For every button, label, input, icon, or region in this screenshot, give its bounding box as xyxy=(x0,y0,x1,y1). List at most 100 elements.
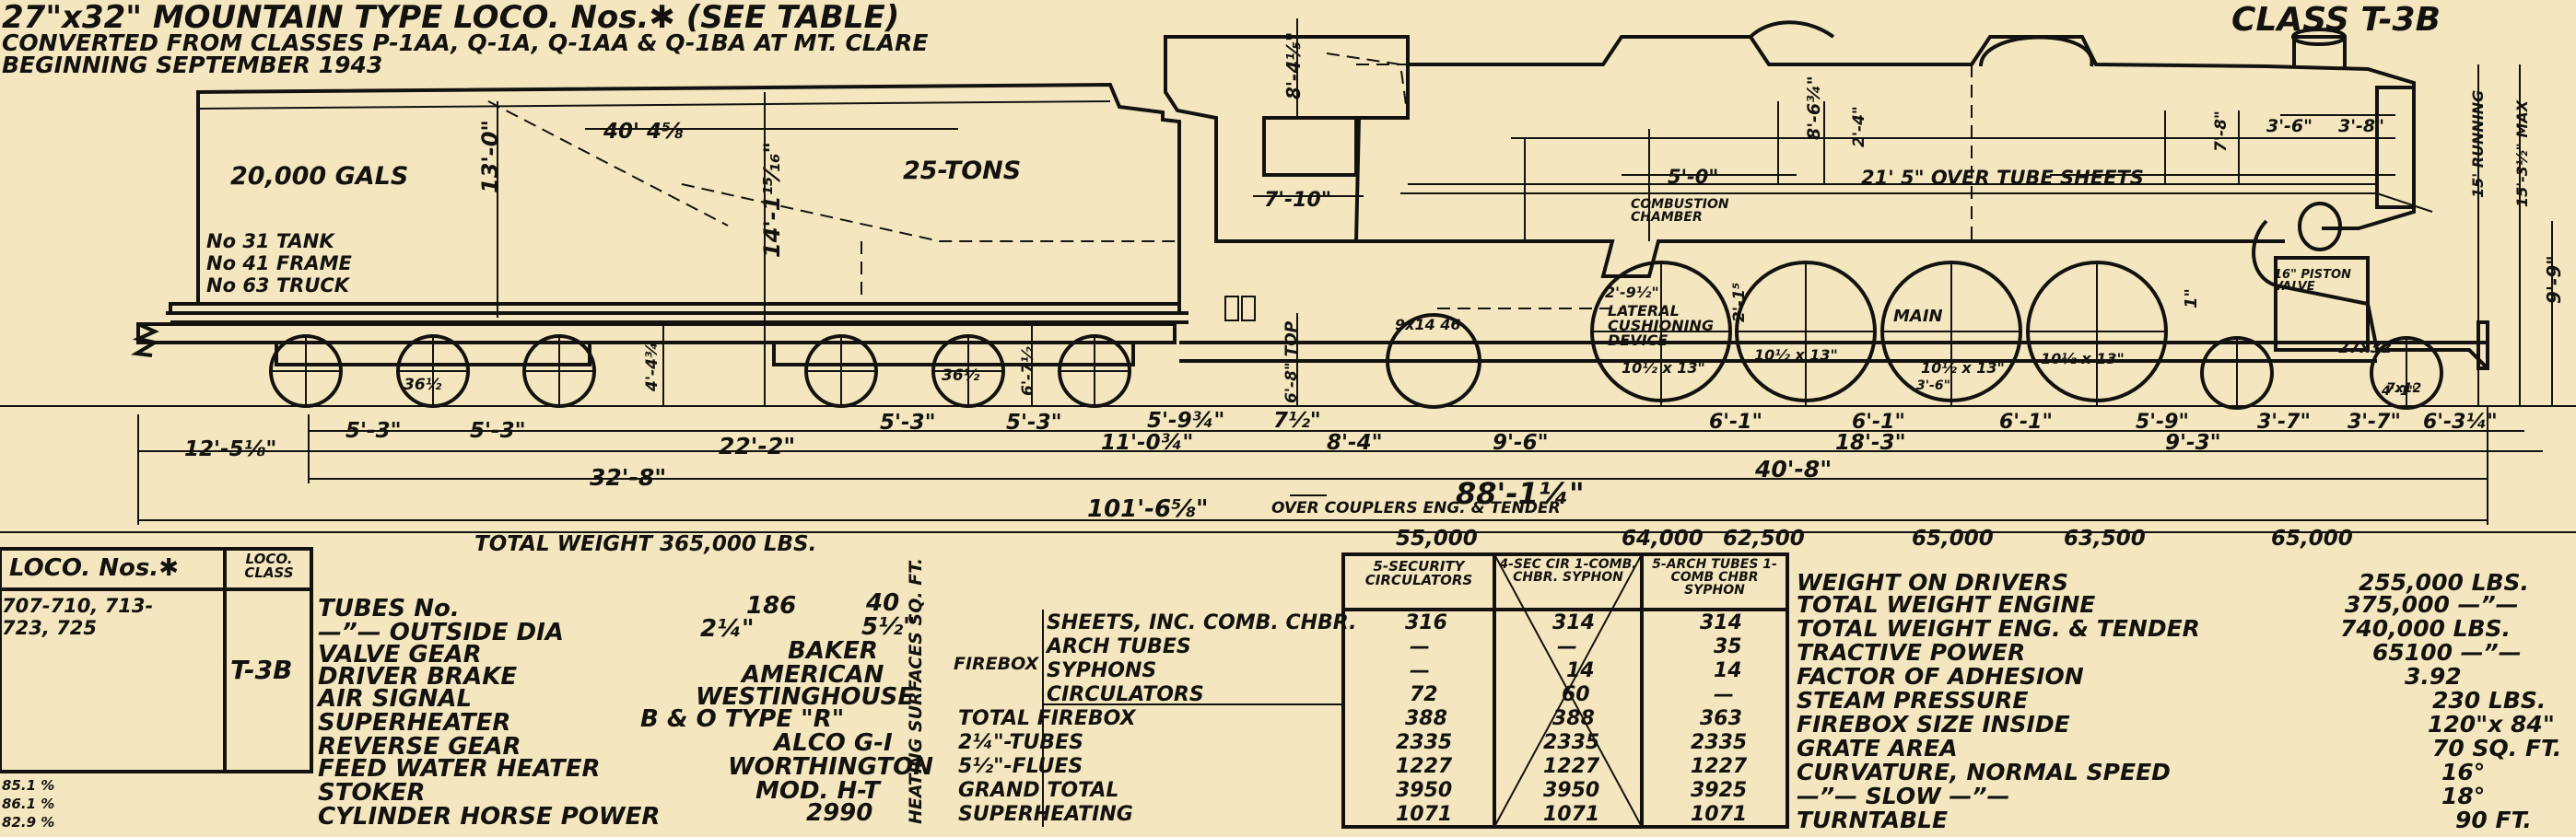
dim-label: 3'-6" xyxy=(2266,116,2313,136)
dim-label: 6'-8" TOP xyxy=(1282,320,1301,403)
spec-value: 5½" xyxy=(861,613,916,641)
heating-table-lines xyxy=(1042,552,1789,829)
spec-value: BAKER xyxy=(788,637,878,665)
dim-label: 4'-1" xyxy=(2382,384,2416,399)
spec-label: DRIVER BRAKE xyxy=(318,663,518,691)
spec-label: SUPERHEATER xyxy=(318,709,511,737)
heating-col-header: 4-SEC CIR 1-COMB. CHBR. SYPHON xyxy=(1499,557,1637,585)
spec-label: —”— OUTSIDE DIA xyxy=(318,619,564,646)
heating-cell: 1227 xyxy=(1691,755,1748,778)
heating-cell: 72 xyxy=(1410,683,1438,706)
main-driver-label: MAIN xyxy=(1893,307,1943,326)
dim-label: 15'-3½" MAX xyxy=(2513,99,2531,207)
axle-load: 64,000 xyxy=(1622,527,1704,551)
driver-size-label: 10½ x 13" xyxy=(2041,350,2125,367)
spec-label: AIR SIGNAL xyxy=(318,685,473,713)
heating-cell: 60 xyxy=(1562,683,1590,706)
loco-nos-value: 707-710, 713- xyxy=(2,595,154,617)
dim-label: 6'-1" xyxy=(1852,411,1905,434)
dim-label: 5'-3" xyxy=(880,411,936,435)
dim-label: 8'-6¾" xyxy=(1804,76,1824,140)
heating-cell: 316 xyxy=(1405,611,1447,634)
dim-label: 3'-8" xyxy=(2338,116,2385,136)
heating-cell: 14 xyxy=(1714,659,1742,682)
loco-class-header: LOCO. CLASS xyxy=(244,551,294,581)
trailing-wheel-label: 9x14 46 xyxy=(1395,316,1461,333)
dim-label: 3'-6" xyxy=(1916,378,1950,393)
heating-row-label: ARCH TUBES xyxy=(1047,635,1191,658)
dim-label: 9'-3" xyxy=(2165,431,2221,455)
spec-value: WESTINGHOUSE xyxy=(696,683,915,711)
lateral-size-label: 10½ x 13" xyxy=(1622,359,1705,377)
dim-label: 5'-9¾" xyxy=(1147,409,1225,433)
heating-cell: 314 xyxy=(1552,611,1595,634)
heating-row-label: SHEETS, INC. COMB. CHBR. xyxy=(1047,611,1357,634)
dim-label: 101'-6⅝" xyxy=(1087,495,1209,523)
total-weight-label: TOTAL WEIGHT 365,000 LBS. xyxy=(474,532,817,556)
heating-cell: — xyxy=(1557,635,1577,658)
loco-nos-header: LOCO. Nos.✱ xyxy=(9,554,180,582)
spec-label: FACTOR OF ADHESION xyxy=(1797,663,2084,690)
heating-cell: 3925 xyxy=(1691,779,1748,802)
spec-value: 70 SQ. FT. xyxy=(2432,735,2562,761)
engine-frame xyxy=(1179,308,2488,363)
cylinder-size-label: 27x32 xyxy=(2338,339,2393,357)
spec-label: WEIGHT ON DRIVERS xyxy=(1797,569,2069,596)
dim-label: 4'-4¾ xyxy=(643,342,662,391)
heating-cell: 2335 xyxy=(1691,731,1748,754)
spec-value: 120"x 84" xyxy=(2428,711,2555,738)
loco-class-value: T-3B xyxy=(230,655,293,685)
heating-cell: 363 xyxy=(1700,707,1742,730)
dim-label: 2'-1⁵ xyxy=(1730,282,1749,322)
heating-cell: — xyxy=(1714,683,1734,706)
percent-value: 86.1 % xyxy=(2,796,55,812)
dim-label: 5'-3" xyxy=(470,419,526,443)
firebox-label: FIREBOX xyxy=(954,654,1039,674)
spec-value: 2990 xyxy=(806,799,873,827)
vertical-dimension-lines xyxy=(497,18,2553,406)
dim-label: 18'-3" xyxy=(1835,431,1906,455)
dim-label: 11'-0¾" xyxy=(1101,431,1194,455)
dim-label: 3'-7" xyxy=(2257,411,2311,434)
spec-value: 18° xyxy=(2441,783,2486,809)
axle-load: 55,000 xyxy=(1396,527,1478,551)
heating-row-label: SYPHONS xyxy=(1047,659,1157,682)
spec-value: 375,000 —”— xyxy=(2345,591,2519,618)
axle-load: 65,000 xyxy=(2271,527,2353,551)
spec-value: ALCO G-I xyxy=(774,729,893,757)
heating-cell: 3950 xyxy=(1396,779,1453,802)
driver-size-label: 10½ x 13" xyxy=(1754,346,1838,364)
heating-cell: 14 xyxy=(1566,659,1595,682)
class-label: CLASS T-3B xyxy=(2231,1,2441,39)
engine-boiler xyxy=(1356,20,2489,370)
spec-label: GRATE AREA xyxy=(1797,735,1958,761)
dim-label: 9'-9" xyxy=(2543,255,2565,304)
heating-cell: 3950 xyxy=(1543,779,1600,802)
spec-value: 230 LBS. xyxy=(2432,687,2547,714)
spec-label: STEAM PRESSURE xyxy=(1797,687,2029,714)
loco-nos-value: 723, 725 xyxy=(2,617,97,639)
dim-label: 6'-7½ xyxy=(1019,346,1037,396)
tender-coal-capacity: 25-TONS xyxy=(903,157,1022,185)
heating-cell: 35 xyxy=(1714,635,1742,658)
heating-surfaces-label: HEATING SURFACES SQ. FT. xyxy=(906,557,926,824)
dim-label: 2'-9½" xyxy=(1605,284,1659,301)
dim-label: 9'-6" xyxy=(1493,431,1549,455)
tender-wheels xyxy=(269,334,1131,408)
spec-value: B & O TYPE "R" xyxy=(640,705,845,733)
dim-label: 1" xyxy=(2182,288,2201,308)
dim-label: 22'-2" xyxy=(719,433,796,459)
spec-label: REVERSE GEAR xyxy=(318,733,521,761)
spec-value: MOD. H-T xyxy=(755,777,880,805)
spec-label: VALVE GEAR xyxy=(318,641,482,668)
dim-label: 5'-3" xyxy=(1006,411,1062,435)
heating-cell: 1071 xyxy=(1691,803,1748,826)
spec-value: 2¼" xyxy=(700,615,755,643)
drawing-title: 27"x32" MOUNTAIN TYPE LOCO. Nos.✱ (SEE T… xyxy=(2,0,900,36)
lateral-device-label: LATERAL CUSHIONING DEVICE xyxy=(1608,302,1715,349)
heating-row-label: 2¼"-TUBES xyxy=(958,731,1083,754)
spec-label: FEED WATER HEATER xyxy=(318,755,601,783)
spec-value: 16° xyxy=(2441,759,2486,785)
spec-value: 3.92 xyxy=(2405,663,2462,690)
spec-value: WORTHINGTON xyxy=(728,753,934,781)
